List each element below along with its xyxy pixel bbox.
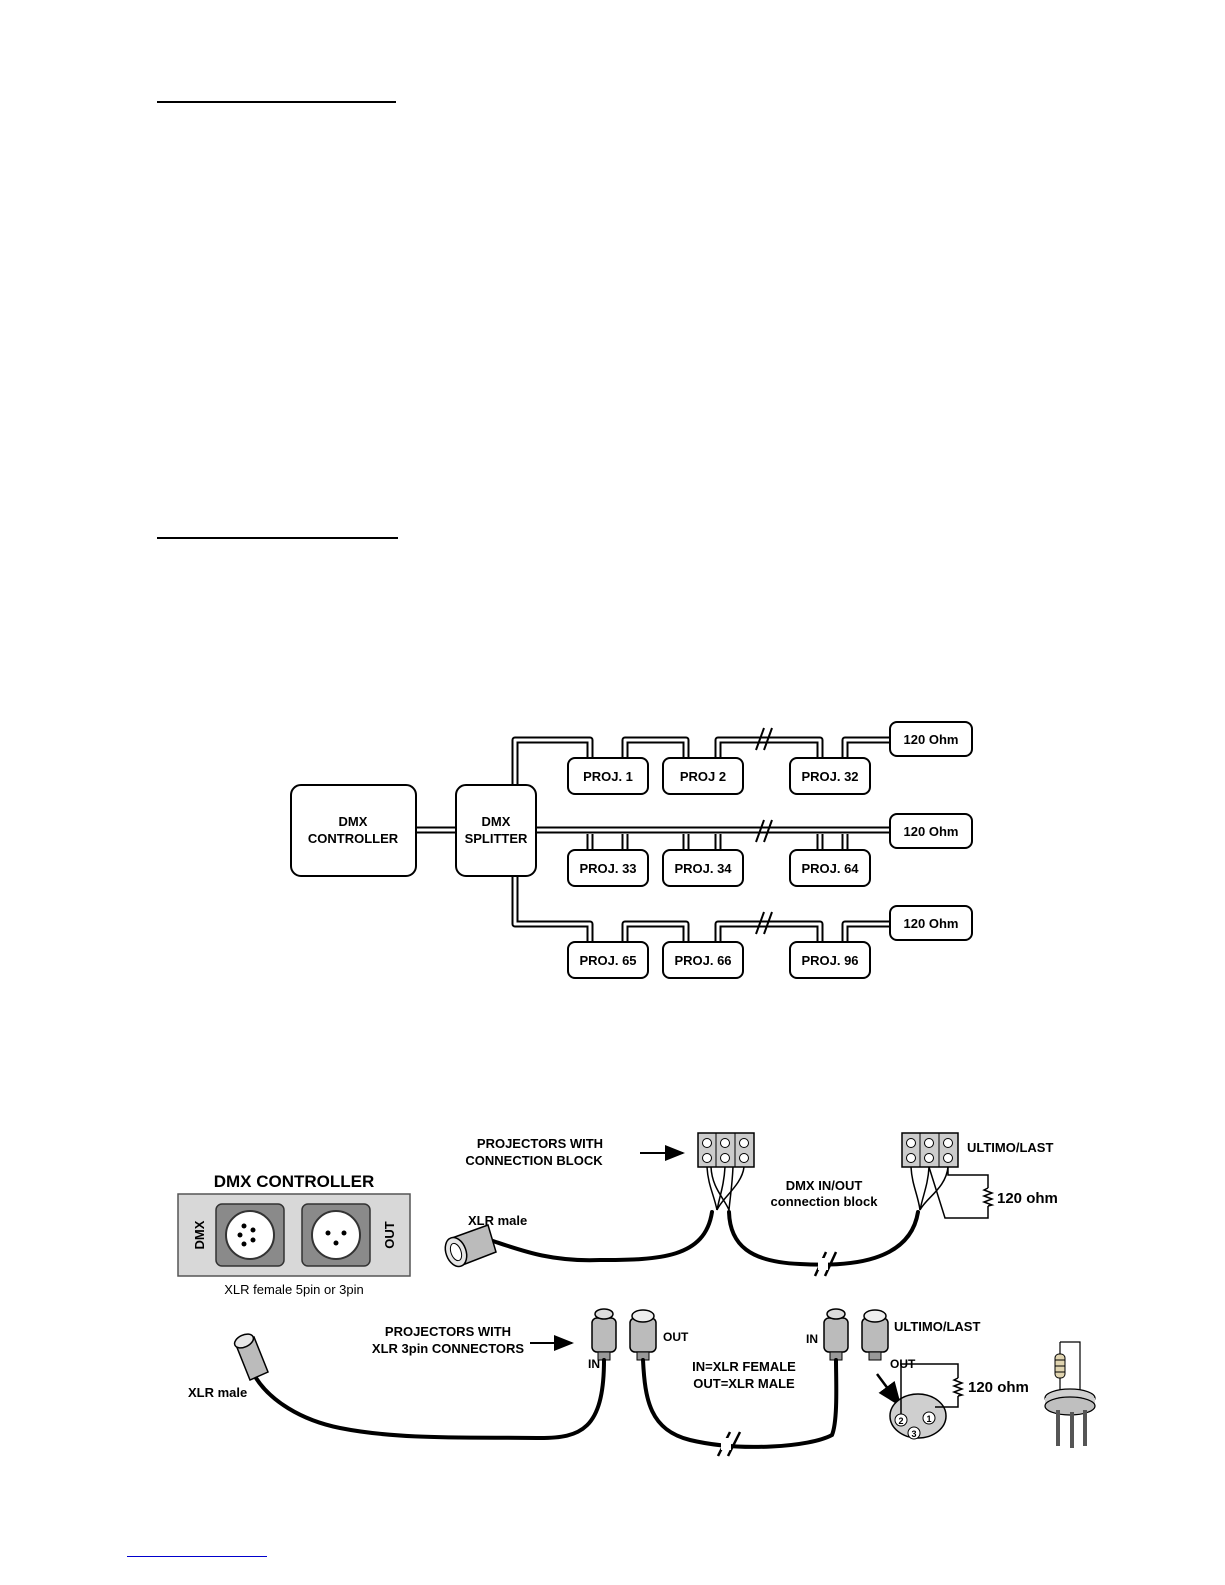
xlr-male-out-connector-icon [861, 1309, 889, 1361]
cable-break-marks [755, 727, 773, 935]
xlr-male-connector-icon [233, 1333, 269, 1382]
projector-label: PROJ 2 [680, 769, 726, 784]
inout-label-1: IN=XLR FEMALE [692, 1359, 796, 1374]
xlr-pin-diagram-icon [889, 1393, 947, 1440]
projector-label: PROJ. 32 [801, 769, 858, 784]
pin-1-label: 1 [926, 1414, 931, 1424]
projector-box [567, 757, 649, 795]
in-label: IN [806, 1332, 818, 1346]
splitter-label-1: DMX [482, 814, 511, 829]
projector-box [789, 757, 871, 795]
controller-label-1: DMX [339, 814, 368, 829]
dmx-controller-box [290, 784, 417, 877]
controller-panel [177, 1193, 411, 1277]
xlr-label-2: XLR 3pin CONNECTORS [372, 1341, 524, 1356]
controller-label-2: CONTROLLER [308, 831, 399, 846]
projector-box [789, 849, 871, 887]
connection-block-icon [697, 1132, 755, 1168]
terminator-box [889, 813, 973, 849]
wiring-controller-title: DMX CONTROLLER [214, 1172, 375, 1191]
panel-out-label: OUT [382, 1221, 397, 1249]
projector-label: PROJ. 65 [579, 953, 636, 968]
section-rule-1 [157, 101, 396, 103]
xlr-male-label-top: XLR male [468, 1213, 527, 1228]
block-label-1: PROJECTORS WITH [477, 1136, 603, 1151]
last-label-bottom: ULTIMO/LAST [894, 1319, 980, 1334]
xlr-female-in-connector-icon [591, 1308, 617, 1361]
projector-label: PROJ. 34 [674, 861, 732, 876]
projector-label: PROJ. 96 [801, 953, 858, 968]
section-rule-2 [157, 537, 398, 539]
projector-box [789, 941, 871, 979]
pin-3-label: 3 [911, 1429, 916, 1439]
wiring-diagram: DMX CONTROLLER DMX OUT XLR female 5pin o… [177, 1132, 1096, 1457]
inout-label-2: OUT=XLR MALE [693, 1376, 795, 1391]
projector-label: PROJ. 66 [674, 953, 731, 968]
in-label: IN [588, 1357, 600, 1371]
pin-resistor-illustration-icon [1044, 1341, 1096, 1448]
xlr-male-out-connector-icon [629, 1309, 657, 1361]
block-mid-1: DMX IN/OUT [786, 1178, 863, 1193]
network-diagram: DMX CONTROLLER DMX SPLITTER PROJ. 1 PROJ… [290, 721, 973, 979]
terminator-box [889, 905, 973, 941]
projector-label: PROJ. 1 [583, 769, 633, 784]
xlr-label-1: PROJECTORS WITH [385, 1324, 511, 1339]
out-label: OUT [663, 1330, 689, 1344]
panel-dmx-label: DMX [192, 1220, 207, 1249]
xlr-socket-5pin-icon [225, 1210, 275, 1260]
resistor-label-top: 120 ohm [997, 1190, 1058, 1207]
dmx-splitter-box [455, 784, 537, 877]
pin-2-label: 2 [898, 1416, 903, 1426]
projector-box [567, 941, 649, 979]
projector-label: PROJ. 33 [579, 861, 636, 876]
panel-caption: XLR female 5pin or 3pin [224, 1282, 363, 1297]
last-label-top: ULTIMO/LAST [967, 1140, 1053, 1155]
projector-box [567, 849, 649, 887]
xlr-male-label-bottom: XLR male [188, 1385, 247, 1400]
xlr-socket-3pin-icon [311, 1210, 361, 1260]
block-mid-2: connection block [771, 1194, 879, 1209]
footer-rule [127, 1556, 267, 1557]
terminator-label: 120 Ohm [904, 732, 959, 747]
projector-box [662, 757, 744, 795]
terminator-label: 120 Ohm [904, 916, 959, 931]
projector-box [662, 849, 744, 887]
projector-box [662, 941, 744, 979]
terminator-label: 120 Ohm [904, 824, 959, 839]
xlr-male-connector-icon [444, 1224, 497, 1268]
terminator-box [889, 721, 973, 757]
xlr-female-in-connector-icon [823, 1308, 849, 1361]
cable-inner [416, 738, 890, 946]
resistor-label-bottom: 120 ohm [968, 1379, 1029, 1396]
block-label-2: CONNECTION BLOCK [465, 1153, 603, 1168]
connection-block-icon [901, 1132, 959, 1168]
splitter-label-2: SPLITTER [465, 831, 528, 846]
projector-label: PROJ. 64 [801, 861, 859, 876]
